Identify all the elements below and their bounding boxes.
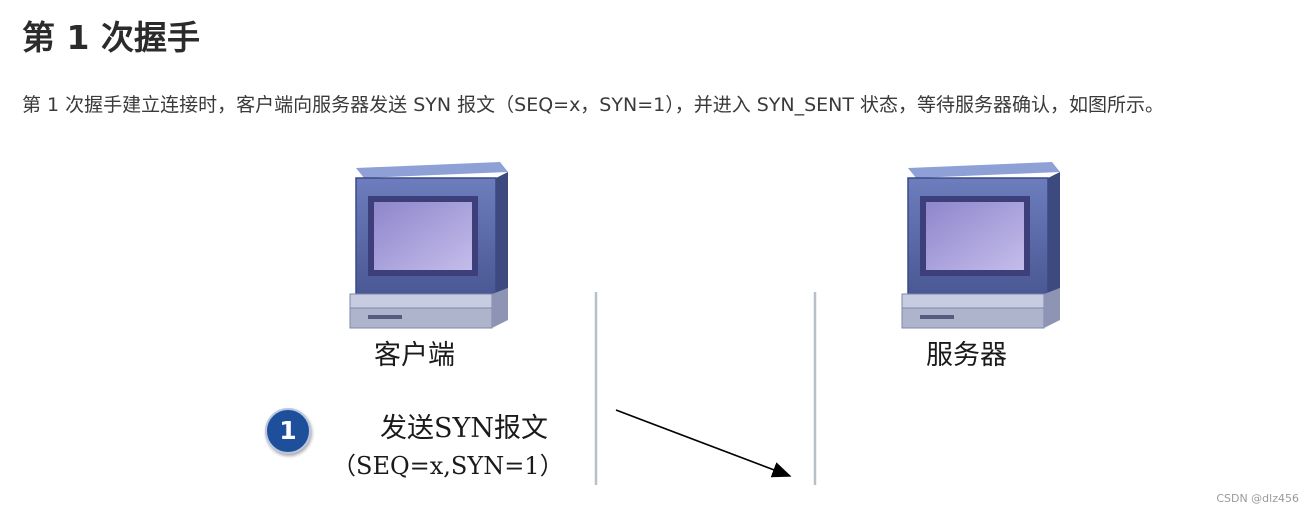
client-computer-icon (349, 162, 508, 329)
handshake-diagram (349, 162, 1060, 485)
handshake-figure: 客户端 服务器 1 发送SYN报文 （SEQ=x,SYN=1） (265, 150, 1080, 495)
csdn-watermark: CSDN @dlz456 (1216, 492, 1299, 505)
client-label: 客户端 (374, 340, 455, 371)
syn-arrow (615, 409, 792, 478)
description-paragraph: 第 1 次握手建立连接时，客户端向服务器发送 SYN 报文（SEQ=x，SYN=… (22, 94, 1165, 116)
syn-params-label: （SEQ=x,SYN=1） (332, 452, 564, 480)
send-syn-label: 发送SYN报文 (380, 413, 548, 444)
page-title: 第 1 次握手 (22, 18, 200, 57)
server-computer-icon (901, 162, 1060, 329)
step-number-badge: 1 (265, 408, 311, 454)
server-label: 服务器 (926, 340, 1007, 371)
